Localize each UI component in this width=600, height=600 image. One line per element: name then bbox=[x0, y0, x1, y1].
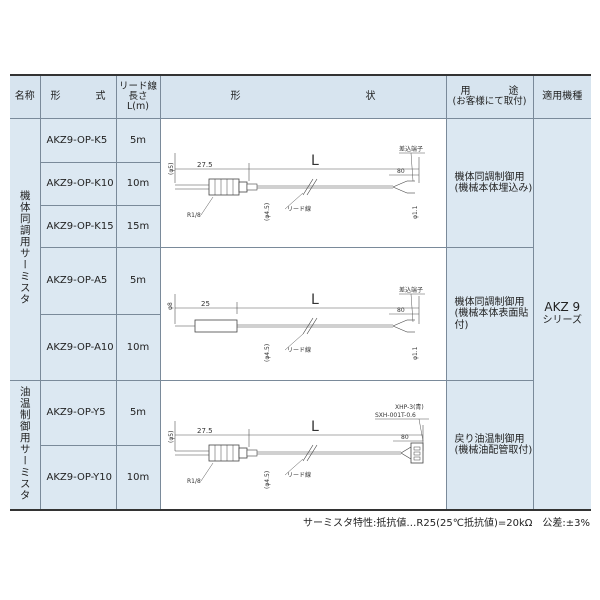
lead-label: リード線 bbox=[287, 205, 311, 213]
table-row: AKZ9-OP-K15 15m bbox=[10, 204, 591, 249]
table-row: AKZ9-OP-K10 10m bbox=[10, 162, 591, 206]
use-line1: 機体同調制御用 bbox=[454, 171, 525, 183]
length-cell: 5m bbox=[115, 380, 161, 446]
dim-l: L bbox=[311, 419, 319, 435]
header-model-b: 式 bbox=[95, 91, 106, 103]
dim-80: 80 bbox=[401, 434, 409, 441]
header-row: 名称 形式 リード線 長さ L(m) 形状 用途 (お客様にて取付) 適用機種 bbox=[10, 75, 591, 119]
header-use-b: 途 bbox=[508, 85, 519, 97]
group-name: 機体同調用サーミスタ bbox=[18, 190, 31, 306]
diagram-cell-a: φ8 25 L 80 差込端子 bbox=[159, 247, 447, 381]
header-shape-b: 状 bbox=[365, 91, 376, 103]
model-cell: AKZ9-OP-Y10 bbox=[40, 444, 117, 510]
spec-table: 名称 形式 リード線 長さ L(m) 形状 用途 (お客様にて取付) 適用機種 … bbox=[10, 74, 591, 511]
model-cell: AKZ9-OP-K10 bbox=[40, 162, 117, 206]
group-name: 油温制御用サーミスタ bbox=[18, 385, 31, 501]
thread-label: R1/8 bbox=[187, 478, 201, 485]
dim-l: L bbox=[311, 153, 319, 169]
group-name-cell: 機体同調用サーミスタ bbox=[10, 118, 41, 381]
header-use: 用 途 (お客様にて取付) bbox=[445, 75, 534, 119]
header-shape: 形状 bbox=[159, 75, 447, 119]
terminal-label: 差込端子 bbox=[399, 145, 423, 153]
dim-phi5: (φ5) bbox=[168, 163, 175, 175]
table-row: AKZ9-OP-A5 5m φ8 25 L 80 差込端子 bbox=[10, 247, 591, 381]
dim-27-5: 27.5 bbox=[197, 161, 213, 169]
length-cell: 5m bbox=[115, 117, 161, 164]
use-line1: 機体同調制御用 bbox=[454, 296, 525, 308]
diagram-cell-k: (φ5) 27.5 L 80 差込端子 bbox=[159, 118, 447, 248]
header-applicable: 適用機種 bbox=[532, 75, 591, 119]
use-line2: (機械油配管取付) bbox=[454, 445, 533, 456]
header-shape-a: 形 bbox=[230, 91, 241, 103]
header-lead-length-l2: 長さ bbox=[128, 91, 148, 103]
thread-label: R1/8 bbox=[187, 212, 201, 219]
table-row: 油温制御用サーミスタ AKZ9-OP-Y5 5m XHP-3(青) SXH-00… bbox=[10, 380, 591, 511]
model-cell: AKZ9-OP-K15 bbox=[40, 204, 117, 249]
header-name: 名称 bbox=[10, 75, 41, 119]
lead-label: リード線 bbox=[287, 471, 311, 479]
dim-27-5: 27.5 bbox=[197, 427, 213, 435]
lead-label: リード線 bbox=[287, 346, 311, 354]
connector-label-1: XHP-3(青) bbox=[395, 403, 424, 411]
diagram-cell-y: XHP-3(青) SXH-001T-0.6 (φ5) 27.5 L 80 bbox=[159, 380, 447, 511]
dim-phi4-5: (φ4.5) bbox=[264, 471, 271, 489]
use-cell: 機体同調制御用 (機械本体埋込み) bbox=[445, 118, 534, 248]
header-lead-length-l1: リード線 bbox=[118, 81, 157, 93]
header-model-a: 形 bbox=[50, 91, 61, 103]
length-cell: 15m bbox=[115, 204, 160, 249]
table-row: AKZ9-OP-A10 10m bbox=[10, 313, 591, 381]
header-use-sub: (お客様にて取付) bbox=[452, 96, 527, 108]
dim-phi5: (φ5) bbox=[168, 431, 175, 443]
length-cell: 10m bbox=[115, 313, 160, 381]
dim-l: L bbox=[311, 292, 319, 308]
use-line2: (機械本体表面貼付) bbox=[454, 308, 529, 331]
length-cell: 5m bbox=[115, 247, 161, 315]
group-name-cell: 油温制御用サーミスタ bbox=[10, 380, 41, 511]
table-row: AKZ9-OP-Y10 10m bbox=[10, 444, 591, 510]
diagram-k: (φ5) 27.5 L 80 差込端子 bbox=[168, 145, 425, 221]
diagram-y: XHP-3(青) SXH-001T-0.6 (φ5) 27.5 L 80 bbox=[168, 403, 429, 489]
footnote: サーミスタ特性:抵抗値…R25(25℃抵抗値)=20kΩ 公差:±3% bbox=[303, 518, 590, 529]
header-model: 形式 bbox=[39, 75, 117, 119]
model-cell: AKZ9-OP-K5 bbox=[39, 117, 117, 164]
dim-80: 80 bbox=[397, 168, 405, 175]
diagram-a: φ8 25 L 80 差込端子 bbox=[167, 286, 425, 362]
header-lead-length: リード線 長さ L(m) bbox=[115, 75, 161, 119]
dim-phi8: φ8 bbox=[167, 302, 174, 310]
use-line2: (機械本体埋込み) bbox=[454, 183, 533, 194]
header-use-a: 用 bbox=[460, 85, 471, 97]
applicable-line1: AKZ 9 bbox=[544, 300, 581, 315]
connector-label-2: SXH-001T-0.6 bbox=[375, 412, 416, 419]
use-cell: 機体同調制御用 (機械本体表面貼付) bbox=[445, 247, 533, 381]
dim-phi4-5: (φ4.5) bbox=[264, 344, 271, 362]
use-line1: 戻り油温制御用 bbox=[454, 433, 525, 445]
model-cell: AKZ9-OP-A10 bbox=[40, 313, 117, 381]
applicable-cell: AKZ 9 シリーズ bbox=[532, 118, 591, 511]
dim-phi1-1: φ1.1 bbox=[412, 205, 419, 219]
dim-80: 80 bbox=[397, 307, 405, 314]
table-row: 機体同調用サーミスタ AKZ9-OP-K5 5m (φ5) 27.5 L 80 bbox=[10, 117, 591, 511]
dim-phi4-5: (φ4.5) bbox=[264, 203, 271, 221]
length-cell: 10m bbox=[115, 162, 160, 206]
model-cell: AKZ9-OP-Y5 bbox=[39, 380, 117, 446]
model-cell: AKZ9-OP-A5 bbox=[40, 247, 117, 315]
dim-phi1-1: φ1.1 bbox=[412, 346, 419, 360]
use-cell: 戻り油温制御用 (機械油配管取付) bbox=[445, 380, 533, 511]
dim-25: 25 bbox=[201, 300, 210, 308]
terminal-label: 差込端子 bbox=[399, 286, 423, 294]
length-cell: 10m bbox=[115, 444, 160, 510]
header-lead-length-l3: L(m) bbox=[127, 100, 149, 112]
applicable-line2: シリーズ bbox=[542, 315, 583, 327]
